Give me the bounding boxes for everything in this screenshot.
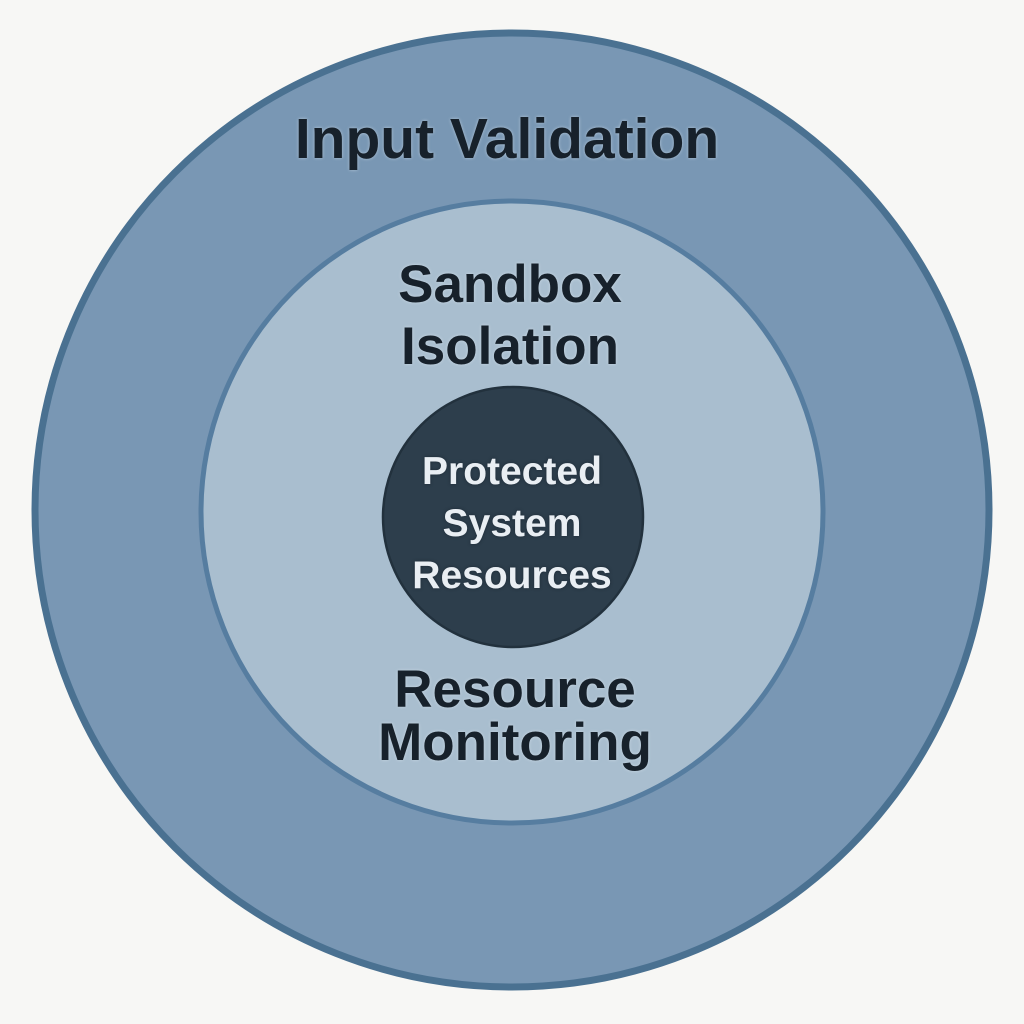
middle-ring-top-label-line2: Isolation xyxy=(401,317,619,376)
middle-ring-border xyxy=(198,198,826,826)
middle-ring-top-label-line1: Sandbox xyxy=(398,255,622,314)
outer-ring-label: Input Validation xyxy=(295,107,719,171)
middle-ring-bottom-label-line2: Monitoring xyxy=(378,713,652,772)
core-label-line1: Protected xyxy=(422,450,602,493)
outer-ring-border xyxy=(31,29,993,991)
core-label-line3: Resources xyxy=(412,554,611,597)
middle-ring-bottom-label-line1: Resource xyxy=(394,660,636,719)
core-label-line2: System xyxy=(443,502,582,545)
core-circle xyxy=(383,387,643,647)
core-circle-border xyxy=(381,385,645,649)
